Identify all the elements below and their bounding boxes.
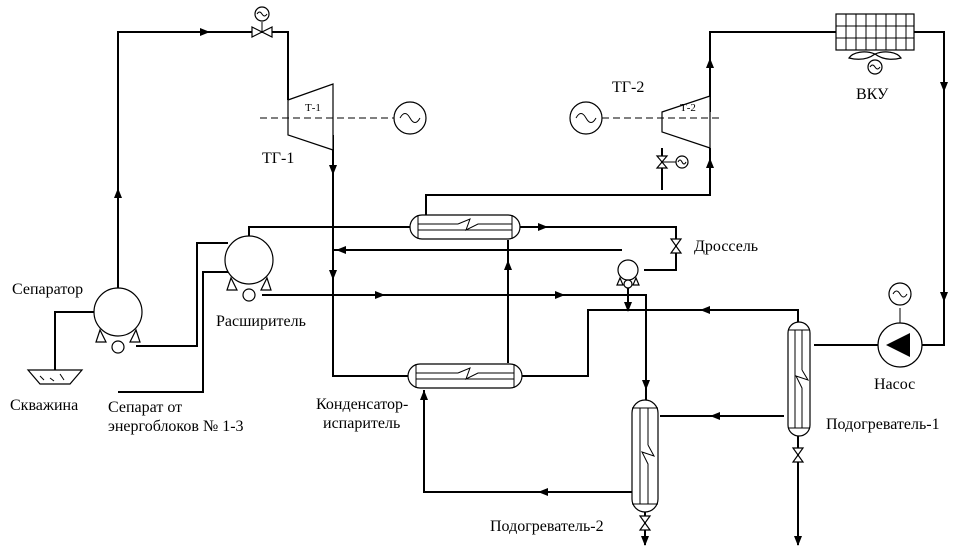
air-cooler-vku: [835, 13, 915, 75]
throttle-valve-icon: [669, 238, 683, 254]
separator-vessel: [93, 287, 143, 354]
tg1-label: ТГ-1: [262, 150, 294, 167]
heater2-label: Подогреватель-2: [490, 518, 604, 535]
pump-icon: [877, 282, 923, 368]
heater-2: [631, 399, 659, 531]
turbine-tg2: Т-2: [569, 95, 722, 169]
throttle-label: Дроссель: [694, 238, 758, 255]
pump-label: Насос: [874, 376, 915, 393]
labels: Сепаратор Скважина Сепарат от энергоблок…: [10, 79, 940, 535]
condenser-label-line2: испаритель: [323, 415, 400, 432]
heater2-to-condenser: [423, 390, 632, 493]
tg2-label: ТГ-2: [612, 79, 644, 96]
tg1-exhaust-line: [332, 135, 408, 377]
tg2-to-vku-line: [709, 31, 836, 112]
heater1-to-condenser: [522, 309, 799, 377]
flow-arrows: [114, 28, 948, 546]
upper-condenser: [409, 214, 521, 240]
well-label: Скважина: [10, 397, 78, 414]
vapor-separator: [616, 259, 640, 289]
expander-vessel: [224, 235, 274, 302]
expander-label: Расширитель: [216, 313, 306, 330]
pipelines: [54, 31, 945, 545]
separator-expander-line: [136, 242, 228, 347]
vku-label: ВКУ: [856, 86, 889, 103]
separat-label-line2: энергоблоков № 1-3: [108, 418, 244, 435]
well-line: [54, 311, 96, 370]
expander-brine-line: [262, 294, 647, 402]
vku-to-pump-line: [914, 31, 945, 346]
heater-1: [787, 321, 811, 463]
expander-steam-line: [248, 226, 410, 243]
fan-blade-icon: [848, 51, 877, 60]
turbine-t1-label: Т-1: [305, 102, 321, 114]
separat-line: [118, 271, 228, 393]
condenser-label-line1: Конденсатор-: [316, 396, 408, 413]
condenser-evaporator: [407, 363, 523, 389]
heater1-label: Подогреватель-1: [826, 416, 940, 433]
turbine-tg1: Т-1: [251, 6, 427, 151]
separat-label-line1: Сепарат от: [108, 399, 182, 416]
tg2-exhaust-line: [425, 148, 711, 215]
separator-label: Сепаратор: [12, 281, 83, 298]
upper-condenser-out: [520, 226, 677, 271]
turbine-t2-label: Т-2: [680, 102, 696, 114]
well-icon: [26, 369, 84, 385]
